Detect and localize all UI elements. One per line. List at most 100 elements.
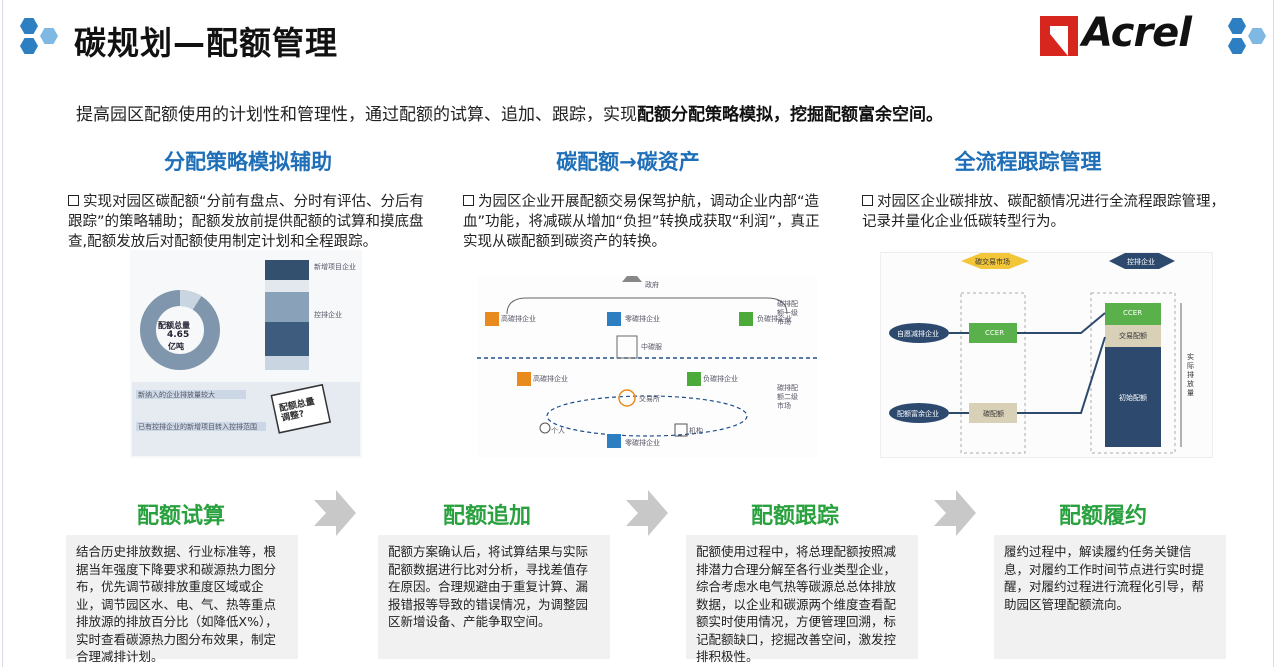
zero-emit-label: 零碳排企业 xyxy=(625,315,660,323)
donut-value: 4.65 xyxy=(167,330,190,340)
exchange-label: 交易所 xyxy=(639,395,660,403)
person-label: 个人 xyxy=(551,427,565,435)
stack-initial-label: 初始配额 xyxy=(1119,394,1147,402)
person-icon xyxy=(539,422,551,434)
step-box-fulfil: 履约过程中，解读履约任务关键信息，对履约工作时间节点进行实时提醒，对履约过程进行… xyxy=(994,535,1226,659)
bullet-square-icon xyxy=(862,195,873,206)
stack-trade-block xyxy=(1105,325,1161,347)
hex-decoration-left-icon xyxy=(20,18,66,58)
tracking-flow-lines xyxy=(889,253,1182,454)
carbon-market-diagram: 政府 高碳排企业 零碳排企业 负碳排企业 中碳服 高碳排企业 负碳排企业 交易所… xyxy=(477,276,817,458)
column-text-asset: 为园区企业开展配额交易保驾护航，调动企业内部“造血”功能，将减碳从增加“负担”转… xyxy=(463,192,823,252)
bullet-square-icon xyxy=(68,195,79,206)
neg-emit-icon-2 xyxy=(687,372,701,386)
step-box-append: 配额方案确认后，将试算结果与实际配额数据进行比对分析，寻找差值存在原因。合理规避… xyxy=(378,535,610,659)
column-text-strategy-body: 实现对园区碳配额“分前有盘点、分时有评估、分后有跟踪”的策略辅助；配额发放前提供… xyxy=(68,194,425,250)
column-text-tracking-body: 对园区企业碳排放、碳配额情况进行全流程跟踪管理，记录并量化企业低碳转型行为。 xyxy=(862,194,1225,230)
stack-bar-gap xyxy=(265,280,309,292)
org-label: 机构 xyxy=(689,427,703,435)
column-heading-tracking: 全流程跟踪管理 xyxy=(954,150,1102,174)
list-title-bar-2 xyxy=(136,422,266,431)
ccer-node xyxy=(969,323,1017,343)
step-text-append: 配额方案确认后，将试算结果与实际配额数据进行比对分析，寻找差值存在原因。合理规避… xyxy=(388,544,589,629)
org-icon xyxy=(674,423,688,437)
donut-slice xyxy=(140,290,220,370)
stack-bar-bottom xyxy=(265,356,309,370)
bullet-square-icon xyxy=(463,195,474,206)
step-text-track: 配额使用过程中，将总理配额按照减排潜力合理分解至各行业类型企业，综合考虑水电气热… xyxy=(696,544,897,664)
exchange-ring xyxy=(546,395,748,437)
high-emit-label-2: 高碳排企业 xyxy=(533,375,568,383)
hex-decoration-right-icon xyxy=(1228,18,1274,58)
secondary-market-label: 碳排配额二级市场 xyxy=(777,384,798,410)
market-label: 碳交易市场 xyxy=(975,258,1010,266)
high-emit-icon-2 xyxy=(517,372,531,386)
step-box-trial: 结合历史排放数据、行业标准等，根据当年强度下降要求和碳源热力图分布，优先调节碳排… xyxy=(66,535,298,664)
neg-emit-label: 负碳排企业 xyxy=(757,315,792,323)
subtitle-bold: 配额分配策略模拟，挖掘配额富余空间。 xyxy=(637,105,943,125)
actual-emission-label: 实际排放量 xyxy=(1187,353,1194,397)
tracking-flow-diagram: 碳交易市场 控排企业 自愿减排企业 CCER 配额富余企业 碳配额 CCER 交… xyxy=(880,252,1213,458)
zero-emit-icon xyxy=(607,312,621,326)
bar-label-new: 新增项目企业 xyxy=(314,263,356,271)
market-frame xyxy=(960,292,1026,454)
neg-emit-label-2: 负碳排企业 xyxy=(703,375,738,383)
stamp-card xyxy=(270,383,332,434)
step-box-track: 配额使用过程中，将总理配额按照减排潜力合理分解至各行业类型企业，综合考虑水电气热… xyxy=(686,535,918,664)
high-emit-icon xyxy=(485,312,499,326)
middle-service-icon xyxy=(616,335,638,359)
market-diagram-lines xyxy=(477,276,817,448)
step-title-fulfil: 配额履约 xyxy=(1058,504,1147,529)
quota-node xyxy=(969,403,1017,423)
gov-icon xyxy=(622,276,642,282)
arrow-quota-stack xyxy=(1017,336,1106,414)
step-title-trial: 配额试算 xyxy=(136,504,225,529)
logo-text: Acrel xyxy=(1082,10,1192,56)
stack-bar-lower xyxy=(265,322,309,356)
neg-emit-icon xyxy=(739,312,753,326)
control-hex-icon xyxy=(1109,253,1175,269)
chevron-right-arrow-icon xyxy=(626,490,668,536)
subtitle-plain: 提高园区配额使用的计划性和管理性，通过配额的试算、追加、跟踪，实现 xyxy=(76,105,637,125)
step-text-trial: 结合历史排放数据、行业标准等，根据当年强度下降要求和碳源热力图分布，优先调节碳排… xyxy=(76,544,278,664)
arrow-ccer-stack xyxy=(1017,312,1106,334)
quota-label: 碳配额 xyxy=(983,410,1004,418)
bar-label-control: 控排企业 xyxy=(314,311,342,319)
step-title-append: 配额追加 xyxy=(442,504,531,529)
stack-trade-label: 交易配额 xyxy=(1119,332,1147,340)
acrel-logo-mark-icon xyxy=(1040,16,1078,56)
donut-label: 配额总量 xyxy=(158,321,190,330)
exchange-icon xyxy=(618,389,636,407)
column-text-strategy: 实现对园区碳配额“分前有盘点、分时有评估、分后有跟踪”的策略辅助；配额发放前提供… xyxy=(68,192,430,252)
zero-emit-label-2: 零碳排企业 xyxy=(625,439,660,447)
primary-market-label: 碳排配额一级市场 xyxy=(777,300,798,326)
stack-ccer-label: CCER xyxy=(1123,309,1143,317)
stack-bar-top xyxy=(265,260,309,280)
list-title-bar-1 xyxy=(136,390,246,399)
quota-overview-image: 配额总量 4.65 亿吨 新增项目企业 控排企业 新纳入的企业排放量较大 已有控… xyxy=(130,250,362,458)
column-text-asset-body: 为园区企业开展配额交易保驾护航，调动企业内部“造血”功能，将减碳从增加“负担”转… xyxy=(463,194,820,250)
list-title-1: 新纳入的企业排放量较大 xyxy=(138,391,215,399)
gov-label: 政府 xyxy=(645,281,659,289)
chevron-right-arrow-icon xyxy=(934,490,976,536)
acrel-logo: Acrel xyxy=(1040,10,1230,60)
column-heading-asset: 碳配额→碳资产 xyxy=(556,150,700,174)
high-emit-label: 高碳排企业 xyxy=(501,315,536,323)
surplus-label: 配额富余企业 xyxy=(897,410,939,418)
control-frame xyxy=(1090,292,1176,454)
middle-service-label: 中碳服 xyxy=(641,343,662,351)
surplus-node xyxy=(889,403,949,423)
stack-bar-mid xyxy=(265,292,309,322)
page-subtitle: 提高园区配额使用的计划性和管理性，通过配额的试算、追加、跟踪，实现配额分配策略模… xyxy=(76,100,943,125)
quota-donut-chart xyxy=(132,260,360,456)
donut-unit: 亿吨 xyxy=(168,342,184,351)
step-text-fulfil: 履约过程中，解读履约任务关键信息，对履约工作时间节点进行实时提醒，对履约过程进行… xyxy=(1004,544,1205,612)
zero-emit-icon-2 xyxy=(607,434,621,448)
top-arc xyxy=(506,297,788,315)
control-label: 控排企业 xyxy=(1127,258,1155,266)
ccer-label: CCER xyxy=(985,329,1005,337)
stack-ccer-block xyxy=(1105,303,1161,325)
stack-initial-block xyxy=(1105,347,1161,447)
list-title-2: 已有控排企业的新增项目转入控排范围 xyxy=(138,423,257,431)
